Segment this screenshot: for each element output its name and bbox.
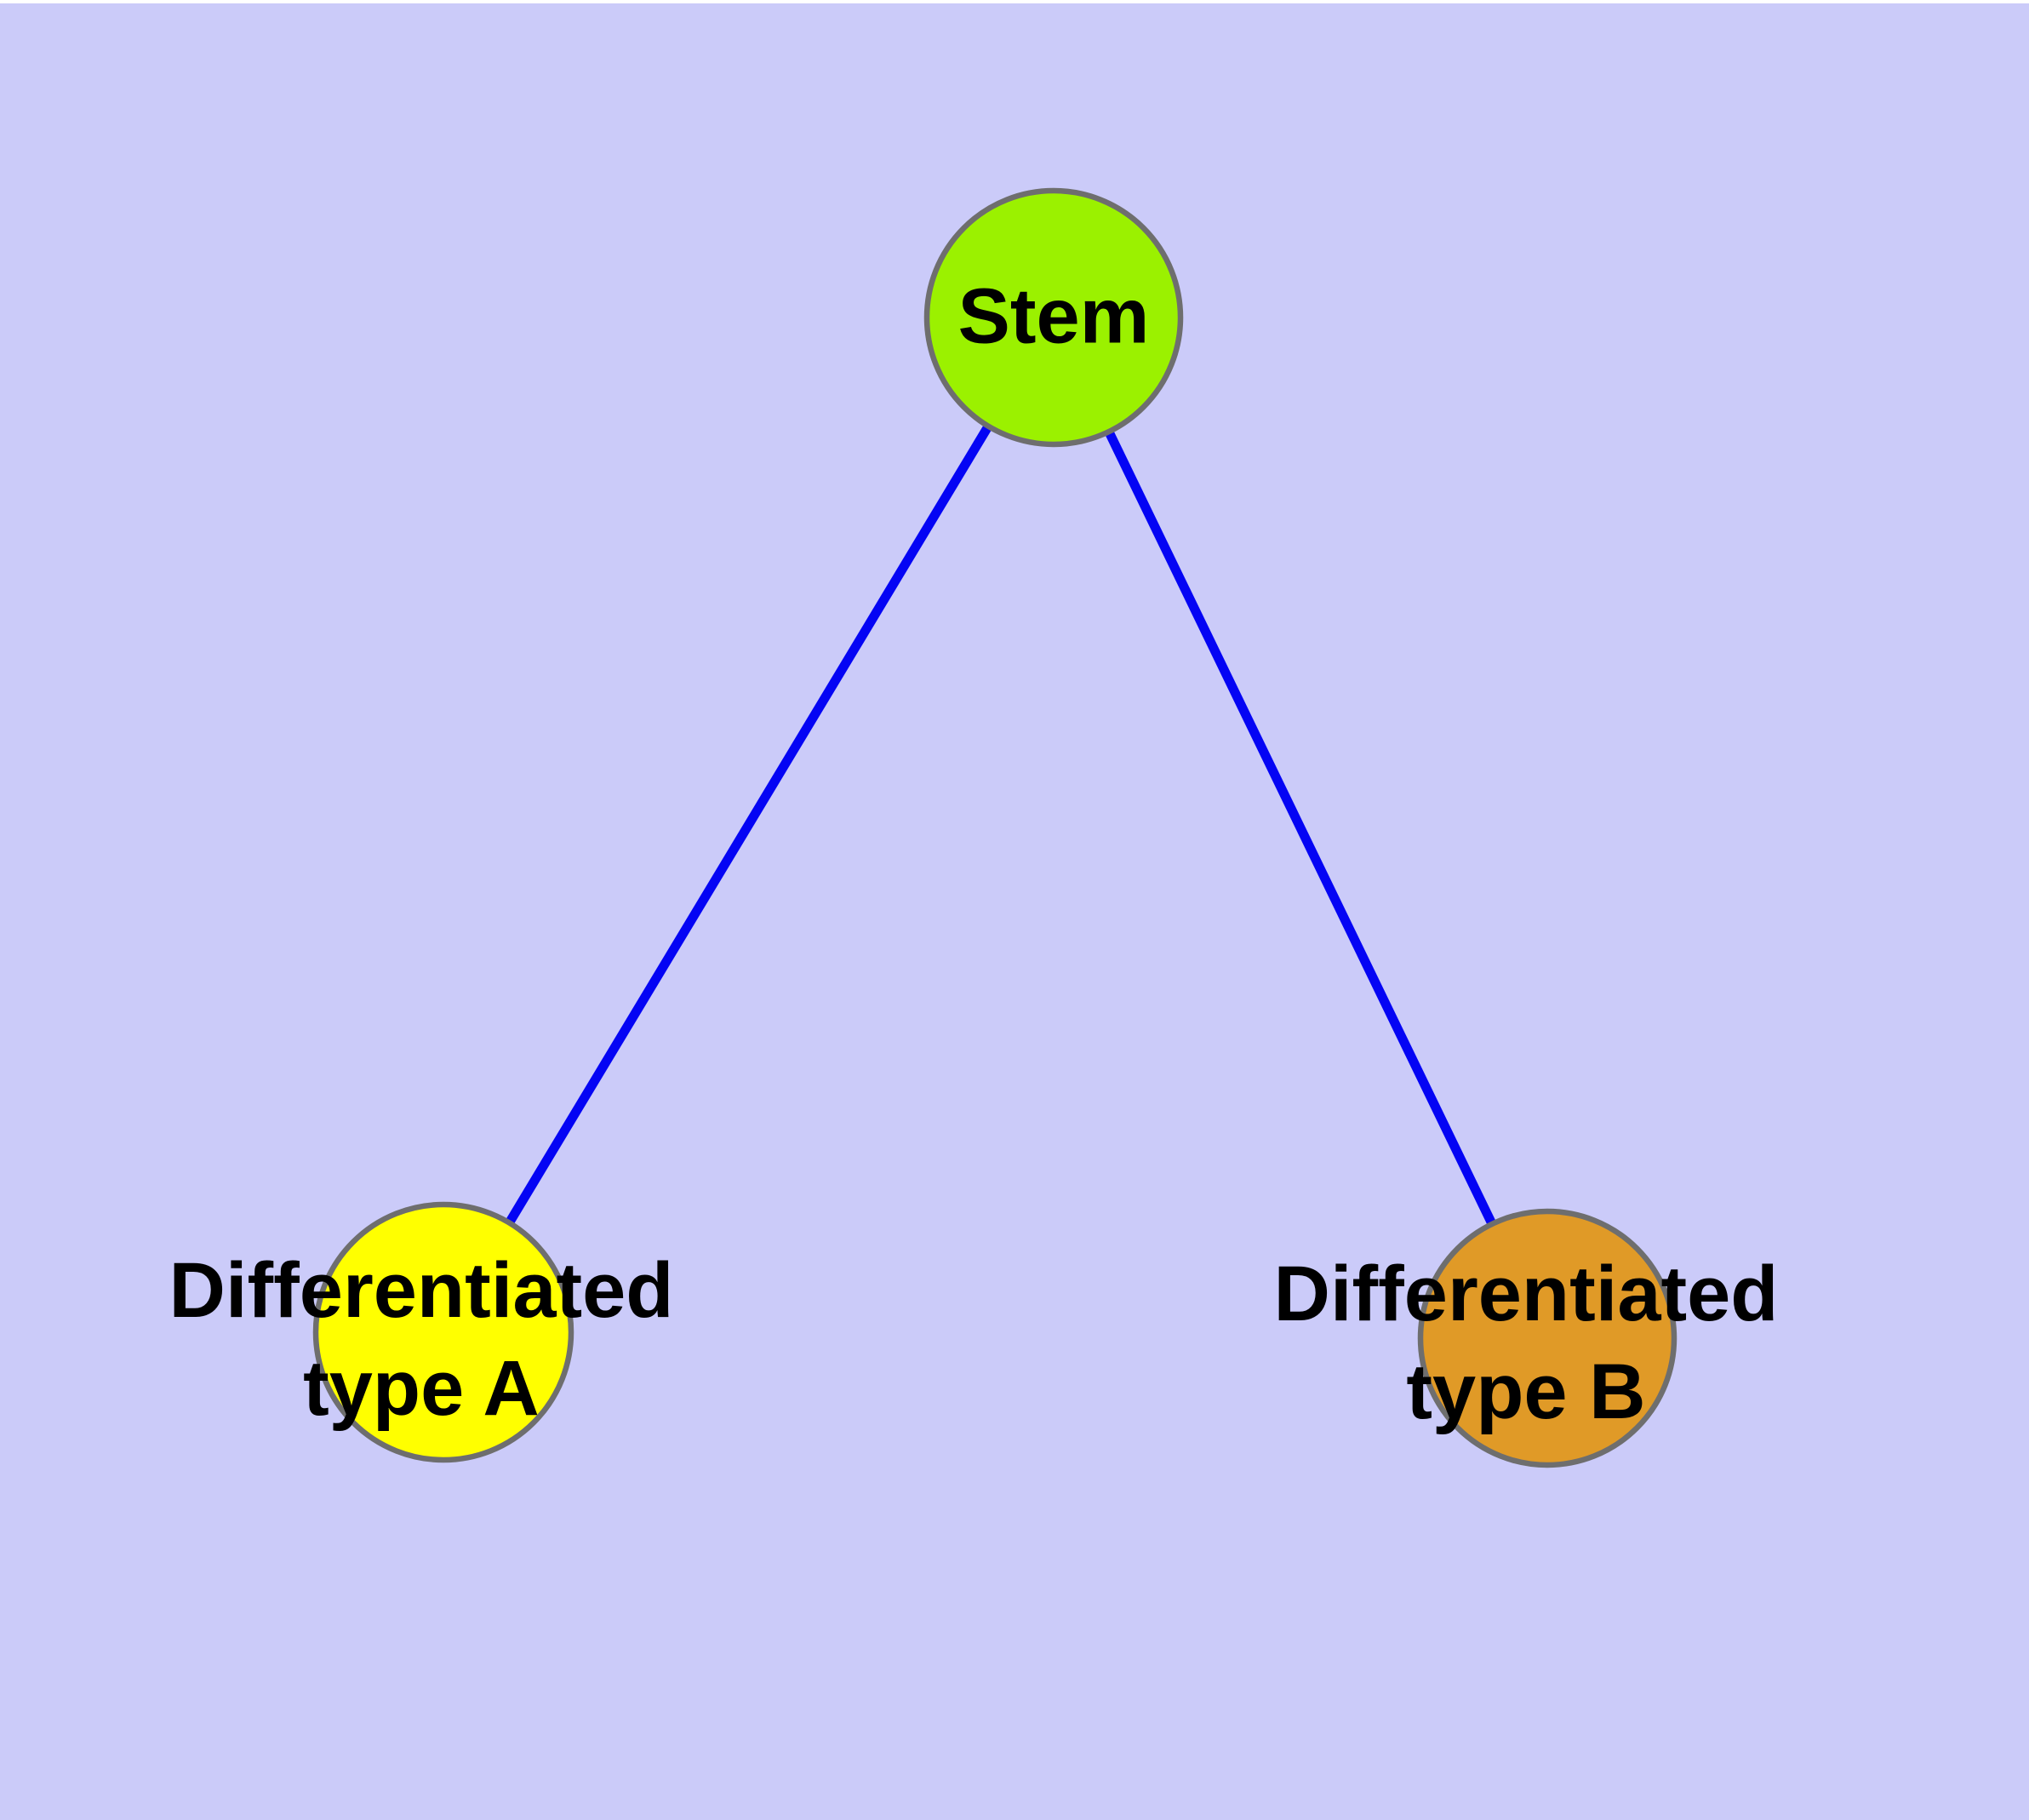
top-margin-strip	[0, 0, 2029, 3]
edge-stem-to-type-b	[1049, 315, 1552, 1341]
node-label-type-b-line2: type B	[1406, 1348, 1646, 1435]
node-label-stem: Stem	[958, 268, 1150, 366]
node-differentiated-type-b	[1417, 1208, 1677, 1468]
node-label-type-b-line1: Differentiated	[1273, 1251, 1779, 1337]
node-label-differentiated-type-b: Differentiated type B	[1274, 1245, 1779, 1441]
node-stem	[923, 187, 1184, 448]
node-differentiated-type-a	[312, 1201, 574, 1463]
node-label-type-a-line2: type A	[303, 1345, 540, 1432]
node-label-stem-line1: Stem	[957, 272, 1150, 360]
node-label-differentiated-type-a: Differentiated type A	[169, 1242, 674, 1438]
node-label-type-a-line1: Differentiated	[169, 1247, 674, 1334]
edge-stem-to-type-a	[439, 315, 1058, 1335]
